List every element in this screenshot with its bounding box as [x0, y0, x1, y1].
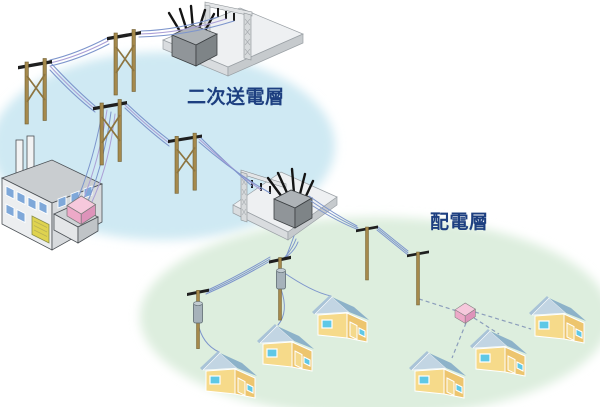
dashed-link: [473, 317, 500, 335]
power-line: [49, 65, 96, 110]
secondary-transmission-label: 二次送電層: [187, 87, 285, 108]
substation-transformer: [266, 167, 315, 229]
power-line: [308, 195, 358, 227]
power-line: [198, 141, 271, 194]
transmission-substation: [162, 1, 304, 77]
dashed-link: [474, 311, 532, 330]
power-line: [376, 227, 409, 254]
power-line: [140, 16, 219, 32]
power-line: [49, 69, 96, 113]
power-line: [198, 138, 262, 191]
power-line: [205, 260, 271, 295]
pole-transformer-2: [193, 301, 203, 324]
power-line: [49, 40, 109, 64]
service-drop: [282, 271, 332, 297]
power-line: [310, 200, 359, 229]
transmission-lines: [49, 16, 271, 194]
service-drop: [277, 288, 285, 326]
substation-gantry: [204, 1, 253, 61]
power-line: [139, 18, 227, 35]
power-line: [206, 258, 271, 293]
factory-garage-door: [31, 215, 50, 244]
transformer-bushings: [167, 4, 216, 35]
power-line: [124, 101, 170, 141]
power-line: [49, 43, 110, 67]
distribution-lines: [205, 195, 409, 295]
dashed-link: [451, 322, 467, 359]
pole-transformer-1: [276, 268, 286, 290]
power-line: [49, 61, 96, 107]
power-line: [376, 229, 409, 256]
transformer-bushings: [266, 167, 315, 199]
substation-gantry: [240, 169, 287, 223]
power-line: [124, 107, 170, 147]
distribution-label: 配電層: [430, 212, 489, 233]
factory-building: [0, 135, 104, 251]
power-line: [207, 256, 271, 291]
power-line: [49, 37, 108, 61]
power-line: [138, 20, 235, 38]
power-line: [376, 225, 409, 252]
underground-dashed-lines: [418, 298, 532, 359]
power-line: [124, 104, 170, 144]
distribution-substation: [232, 167, 338, 241]
power-line: [312, 205, 360, 231]
